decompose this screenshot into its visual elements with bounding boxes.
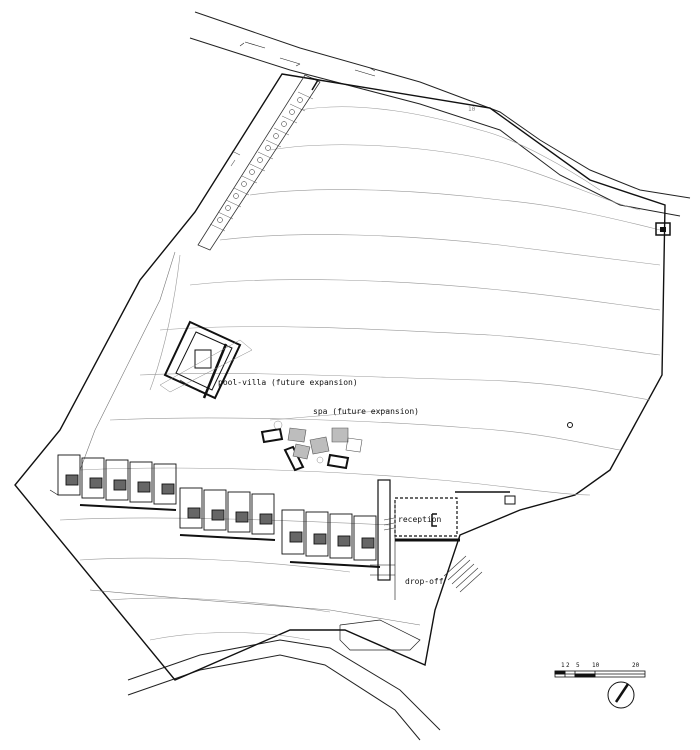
scale-tick-label: 2 bbox=[566, 662, 570, 669]
scale-bar bbox=[554, 670, 646, 678]
scale-tick-label: 20 bbox=[632, 662, 640, 669]
reception-building bbox=[370, 479, 516, 600]
spa-label: spa (future expansion) bbox=[313, 407, 419, 416]
ne-structure bbox=[655, 222, 671, 236]
guest-units-row-1 bbox=[49, 454, 177, 511]
scale-tick-label: 1 bbox=[561, 662, 565, 669]
contour-label: 10 bbox=[468, 106, 476, 113]
stairs bbox=[383, 517, 483, 593]
road-north bbox=[189, 11, 691, 217]
scale-tick-label: 5 bbox=[576, 662, 580, 669]
reception-label: reception bbox=[398, 515, 442, 524]
parking-strip bbox=[197, 74, 321, 251]
north-arrow-icon bbox=[607, 681, 635, 709]
site-path bbox=[79, 251, 176, 471]
site-boundary bbox=[14, 73, 666, 681]
site-path bbox=[89, 589, 421, 626]
guest-units-row-3 bbox=[281, 509, 381, 568]
drop-off-label: drop-off bbox=[405, 577, 444, 586]
guest-units-row-2 bbox=[179, 487, 276, 541]
boundary-marker bbox=[567, 422, 573, 428]
scale-tick-label: 10 bbox=[592, 662, 600, 669]
spa-cluster bbox=[260, 409, 391, 472]
pool-villa bbox=[159, 320, 253, 400]
pool-villa-label: pool-villa (future expansion) bbox=[218, 378, 358, 387]
